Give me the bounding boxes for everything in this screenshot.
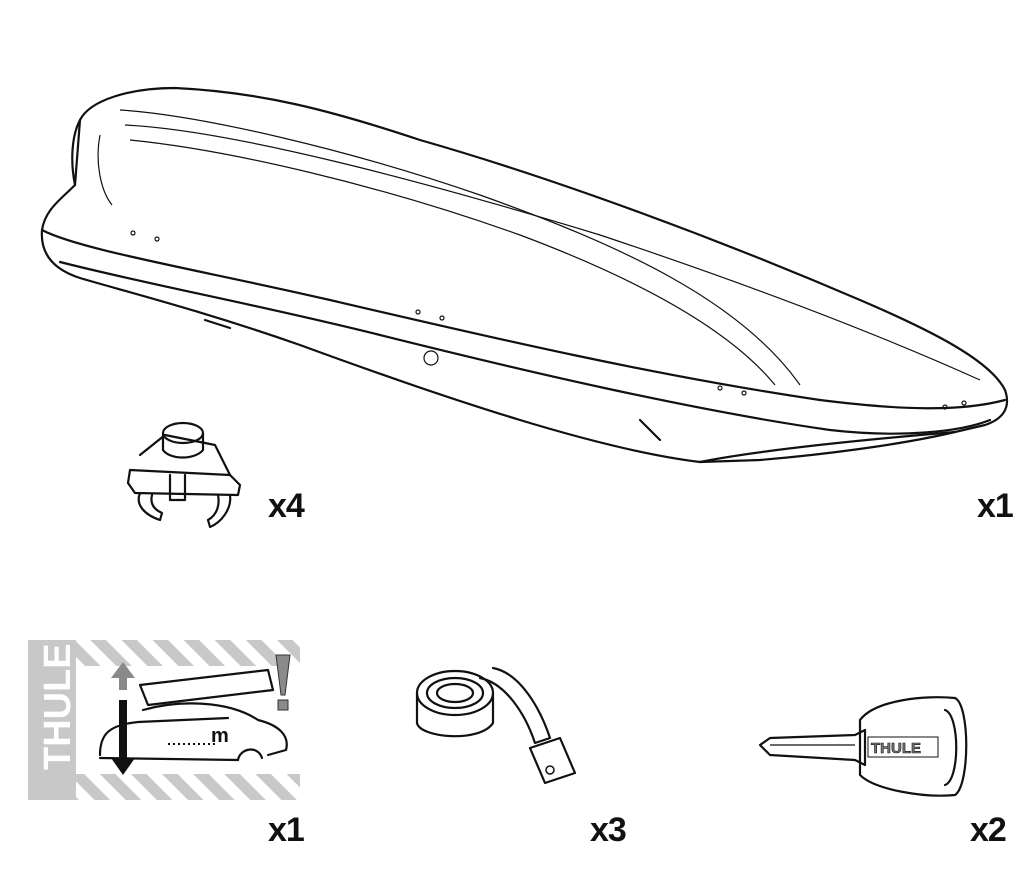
strap-quantity: x3 [590,811,627,849]
thule-logo: THULE [37,643,79,770]
roof-box-quantity: x1 [977,487,1014,525]
roof-box-illustration [40,86,1009,464]
strap-illustration [415,666,577,785]
warning-sticker-quantity: x1 [268,811,305,849]
mounting-bracket-illustration [126,421,242,529]
key-logo: THULE [871,740,921,757]
sticker-unit-label: m [211,725,229,747]
key-illustration: THULE [758,696,968,797]
mounting-bracket-quantity: x4 [268,487,305,525]
key-quantity: x2 [970,811,1007,849]
warning-sticker-illustration: THULE m [28,640,300,800]
